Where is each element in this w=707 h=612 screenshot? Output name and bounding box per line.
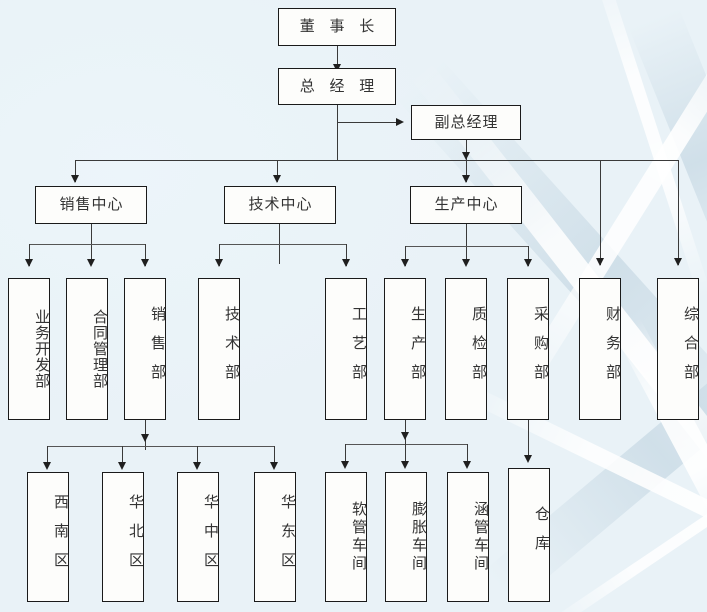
- node-technical-center[interactable]: 技术中心: [224, 186, 336, 224]
- arrow-to-process-dept: [342, 259, 350, 267]
- arrow-to-expansion-workshop: [401, 461, 409, 469]
- arrow-to-culvert-workshop: [463, 461, 471, 469]
- arrow-gm-to-deputy: [396, 118, 404, 126]
- bus-sales-regions: [47, 446, 275, 448]
- node-quality-inspection-dept[interactable]: 质检部: [445, 278, 488, 420]
- node-deputy-general-manager[interactable]: 副总经理: [411, 105, 521, 140]
- arrow-deputy-down: [462, 152, 470, 160]
- arrow-to-production-dept: [401, 259, 409, 267]
- bus-level4: [75, 160, 678, 162]
- node-business-development-dept[interactable]: 业务开发部: [8, 278, 51, 420]
- arrow-to-quality-inspection-dept: [462, 259, 470, 267]
- arrow-to-hose-workshop: [341, 461, 349, 469]
- bus-level4-drop-general: [678, 160, 680, 265]
- bus-production-center: [405, 246, 528, 248]
- node-chairman[interactable]: 董 事 长: [278, 8, 396, 46]
- arrow-to-southwest-region: [43, 462, 51, 470]
- node-process-dept[interactable]: 工艺部: [325, 278, 368, 420]
- arrow-to-purchasing-dept: [524, 259, 532, 267]
- node-warehouse[interactable]: 仓库: [508, 468, 551, 602]
- arrow-to-warehouse: [524, 455, 532, 463]
- edge-gm-stem: [337, 105, 339, 160]
- arrow-to-business-development-dept: [25, 259, 33, 267]
- node-north-china-region[interactable]: 华北区: [102, 472, 145, 602]
- node-production-dept[interactable]: 生产部: [384, 278, 427, 420]
- edge-production-center-stem: [466, 224, 468, 264]
- bus-workshops: [345, 444, 468, 446]
- arrow-to-technical-dept: [215, 259, 223, 267]
- node-production-center[interactable]: 生产中心: [410, 186, 522, 224]
- node-sales-dept[interactable]: 销售部: [124, 278, 167, 420]
- node-expansion-workshop[interactable]: 膨胀车间: [385, 472, 428, 602]
- node-east-china-region[interactable]: 华东区: [254, 472, 297, 602]
- node-hose-workshop[interactable]: 软管车间: [325, 472, 368, 602]
- node-central-china-region[interactable]: 华中区: [177, 472, 220, 602]
- arrow-sales-dept-down: [141, 434, 149, 442]
- bus-technical-center: [219, 244, 347, 246]
- node-contract-management-dept[interactable]: 合同管理部: [66, 278, 109, 420]
- arrow-to-east-china-region: [270, 462, 278, 470]
- arrow-to-north-china-region: [118, 462, 126, 470]
- node-general-manager[interactable]: 总 经 理: [278, 68, 396, 105]
- arrow-to-technical-center: [273, 175, 281, 183]
- arrow-to-contract-management-dept: [87, 259, 95, 267]
- node-culvert-workshop[interactable]: 涵管车间: [447, 472, 490, 602]
- arrow-to-sales-center: [71, 175, 79, 183]
- arrow-to-sales-dept: [141, 259, 149, 267]
- node-southwest-region[interactable]: 西南区: [27, 472, 70, 602]
- edge-purchasing-to-warehouse: [528, 420, 530, 460]
- bus-sales-center: [29, 244, 146, 246]
- node-technical-dept[interactable]: 技术部: [198, 278, 241, 420]
- bus-level4-drop-finance: [600, 160, 602, 265]
- edge-gm-to-deputy: [337, 122, 397, 124]
- node-sales-center[interactable]: 销售中心: [35, 186, 147, 224]
- arrow-to-finance-dept: [596, 258, 604, 266]
- arrow-production-dept-down: [401, 432, 409, 440]
- arrow-to-production-center: [462, 175, 470, 183]
- node-general-affairs-dept[interactable]: 综合部: [657, 278, 700, 420]
- node-purchasing-dept[interactable]: 采购部: [507, 278, 550, 420]
- arrow-to-central-china-region: [193, 462, 201, 470]
- arrow-to-general-affairs-dept: [674, 258, 682, 266]
- node-finance-dept[interactable]: 财务部: [579, 278, 622, 420]
